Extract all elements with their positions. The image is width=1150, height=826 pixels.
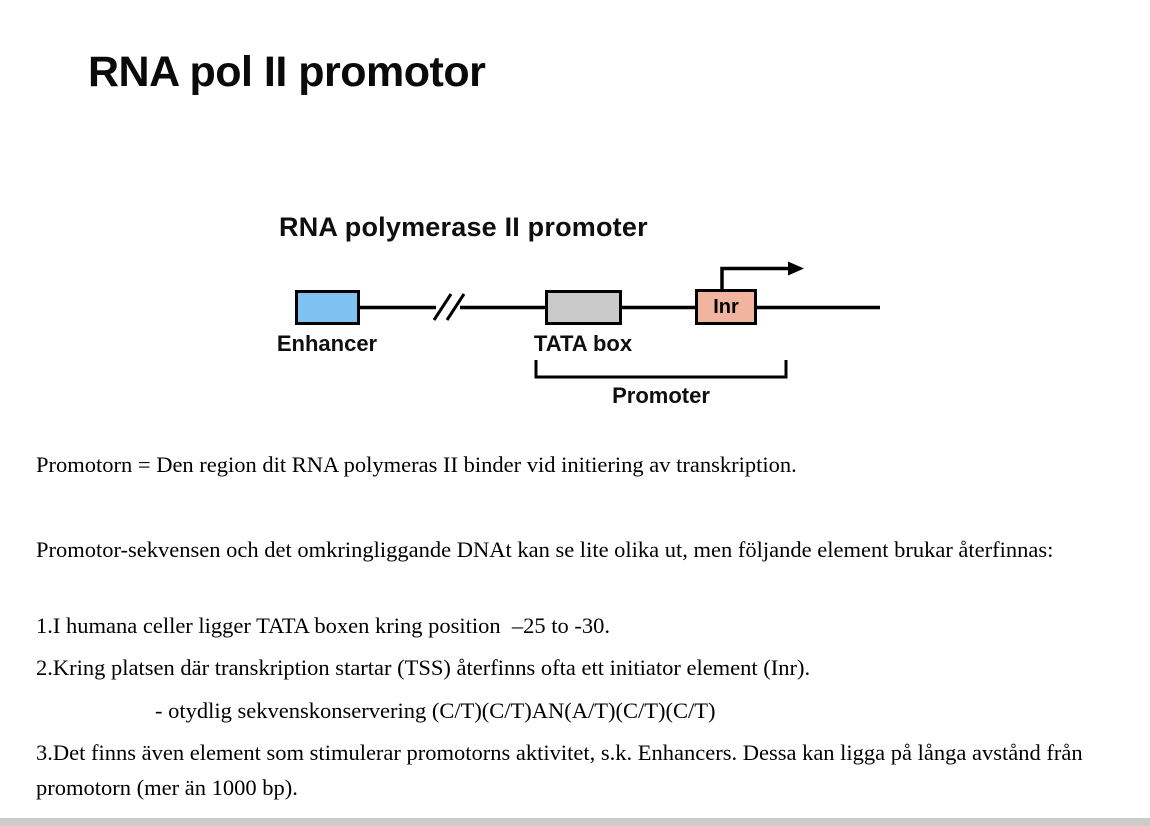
horizontal-scrollbar[interactable] [0,818,1150,826]
slide-title: RNA pol II promotor [88,48,486,96]
tss-arrowhead-icon [788,261,804,276]
tata-box [545,290,622,325]
list-item-1: 1.I humana celler ligger TATA boxen krin… [36,613,611,638]
enhancer-label: Enhancer [276,331,378,356]
paragraph-definition: Promotorn = Den region dit RNA polymeras… [36,452,797,477]
inr-box-label: Inr [713,295,739,318]
list-item-3: 3.Det finns även element som stimulerar … [36,740,1089,800]
tata-box-label: TATA box [533,331,633,356]
list-item-2: 2.Kring platsen där transkription starta… [36,655,811,680]
promoter-label: Promoter [612,383,710,408]
diagram-heading: RNA polymerase II promoter [279,212,648,242]
tss-arrow-icon [720,266,788,289]
line-break-icon [445,293,466,321]
enhancer-box [295,290,360,325]
promoter-bracket [534,360,788,379]
inr-box: Inr [695,289,757,325]
paragraph-intro: Promotor-sekvensen och det omkringliggan… [36,537,1054,562]
list-item-2-sub: - otydlig sekvenskonservering (C/T)(C/T)… [155,698,716,723]
line-break-icon [432,293,453,321]
